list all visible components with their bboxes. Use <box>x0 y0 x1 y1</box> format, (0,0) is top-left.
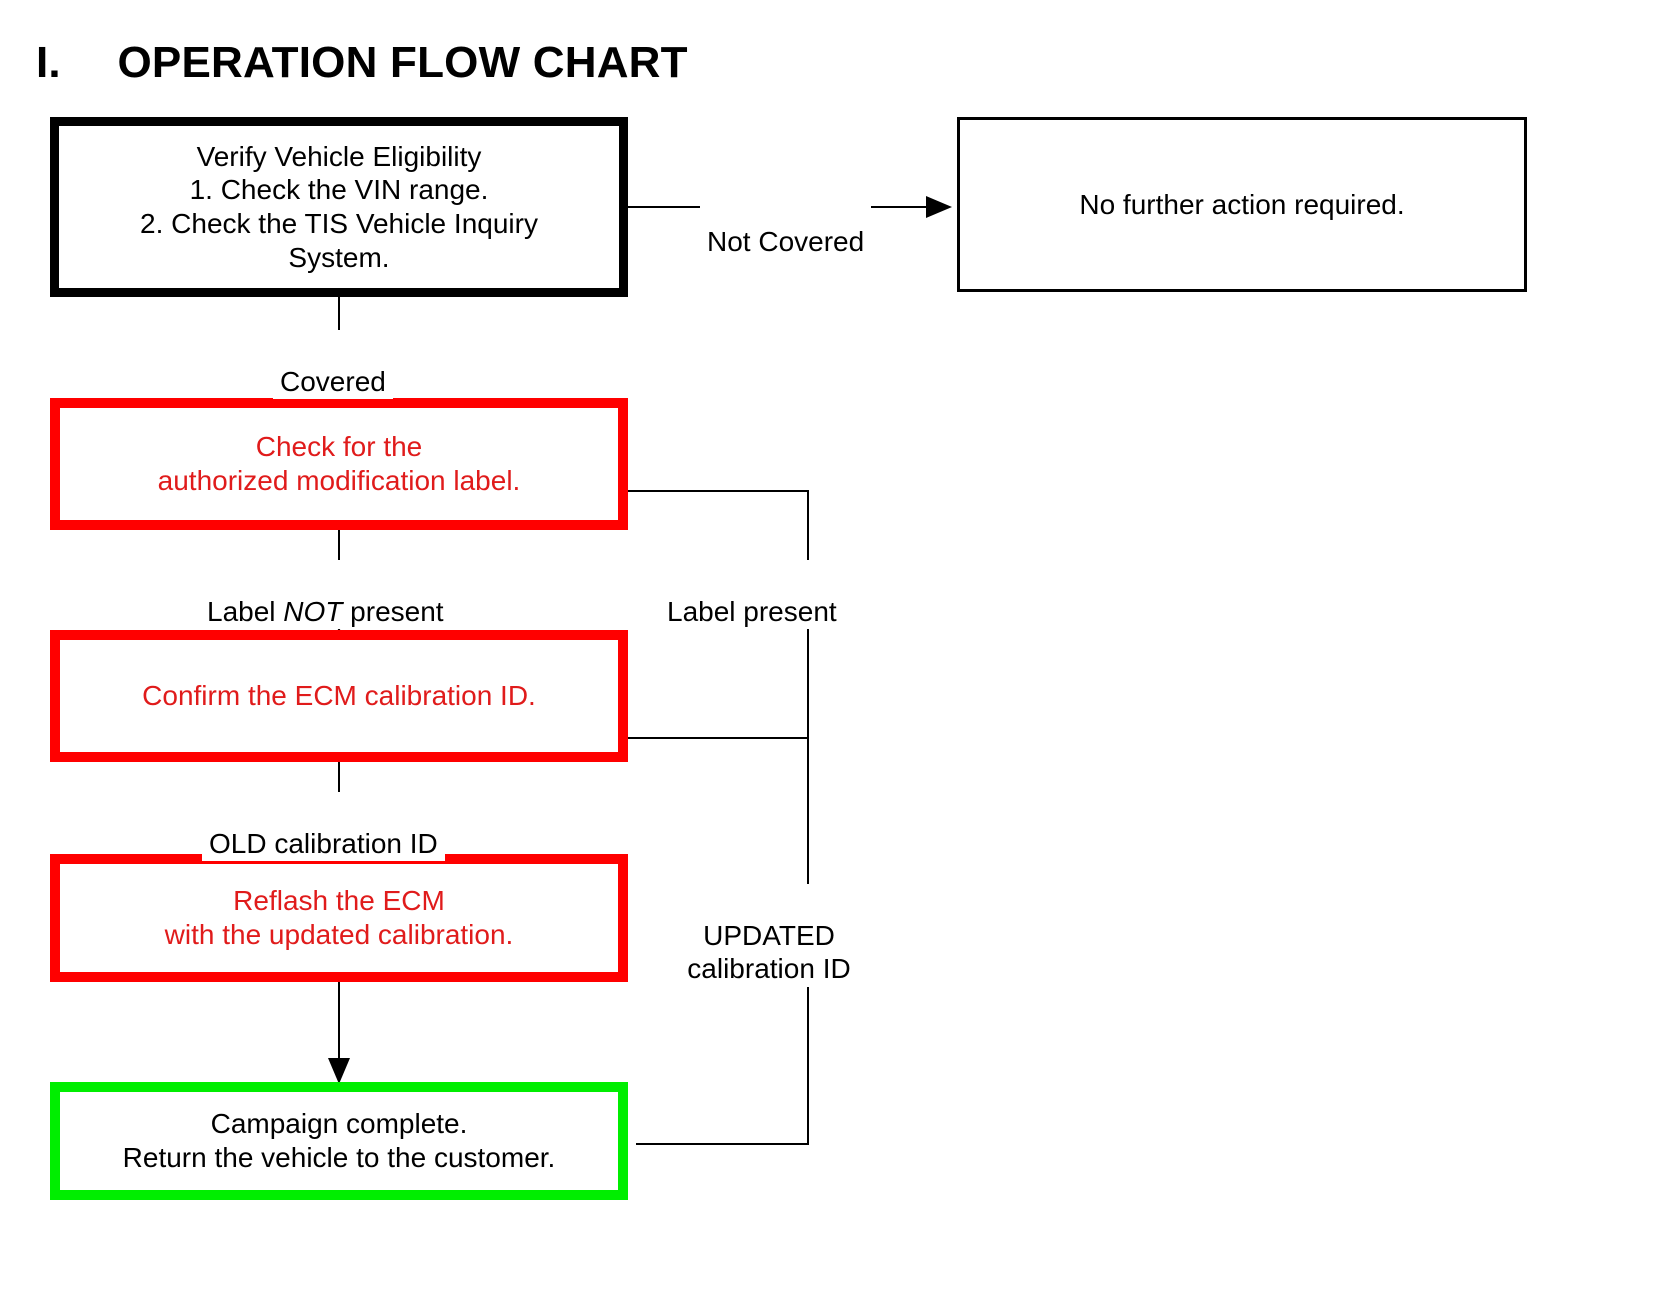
node-confirm-ecm-calibration-id-text: Confirm the ECM calibration ID. <box>142 680 536 712</box>
edge-label-updated-calibration-id-text: UPDATED calibration ID <box>687 919 851 985</box>
edge-label-not-covered: Not Covered <box>700 190 872 260</box>
edge-into-complete-h-segment <box>636 1143 809 1145</box>
edge-label-label-present: Label present <box>660 560 844 630</box>
edge-updated-calibration-h-segment <box>624 737 809 739</box>
edge-label-not-covered-text: Not Covered <box>707 225 865 257</box>
node-reflash-ecm[interactable]: Reflash the ECM with the updated calibra… <box>50 854 628 982</box>
node-verify-vehicle-eligibility[interactable]: Verify Vehicle Eligibility 1. Check the … <box>50 117 628 297</box>
edge-label-old-calibration-id: OLD calibration ID <box>202 792 445 862</box>
node-reflash-ecm-text: Reflash the ECM with the updated calibra… <box>164 885 514 950</box>
edge-label-label-not-present-suffix: present <box>342 595 444 627</box>
edge-reflash-to-complete-line <box>338 982 340 1074</box>
edge-reflash-to-complete-arrowhead <box>328 1058 350 1084</box>
node-check-authorized-modification-label-text: Check for the authorized modification la… <box>157 431 521 496</box>
edge-label-old-calibration-id-text: OLD calibration ID <box>209 827 438 859</box>
node-check-authorized-modification-label[interactable]: Check for the authorized modification la… <box>50 398 628 530</box>
node-confirm-ecm-calibration-id[interactable]: Confirm the ECM calibration ID. <box>50 630 628 762</box>
node-no-further-action[interactable]: No further action required. <box>957 117 1527 292</box>
edge-label-covered: Covered <box>273 330 393 400</box>
edge-label-label-not-present-emphasis: NOT <box>283 595 343 627</box>
edge-label-updated-calibration-id: UPDATED calibration ID <box>662 884 876 987</box>
node-no-further-action-label: No further action required. <box>1079 188 1405 220</box>
page-title: I. OPERATION FLOW CHART <box>36 38 688 87</box>
node-campaign-complete[interactable]: Campaign complete. Return the vehicle to… <box>50 1082 628 1200</box>
edge-label-present-h-segment <box>624 490 809 492</box>
node-verify-vehicle-eligibility-label: Verify Vehicle Eligibility 1. Check the … <box>140 140 538 273</box>
edge-not-covered-arrowhead <box>926 196 952 218</box>
edge-label-label-not-present: Label NOT present <box>200 560 451 630</box>
edge-label-label-not-present-prefix: Label <box>207 595 284 627</box>
node-campaign-complete-text: Campaign complete. Return the vehicle to… <box>122 1108 556 1173</box>
edge-label-covered-text: Covered <box>280 365 386 397</box>
edge-label-present-v-segment <box>807 490 809 1143</box>
edge-label-label-present-text: Label present <box>667 595 837 627</box>
